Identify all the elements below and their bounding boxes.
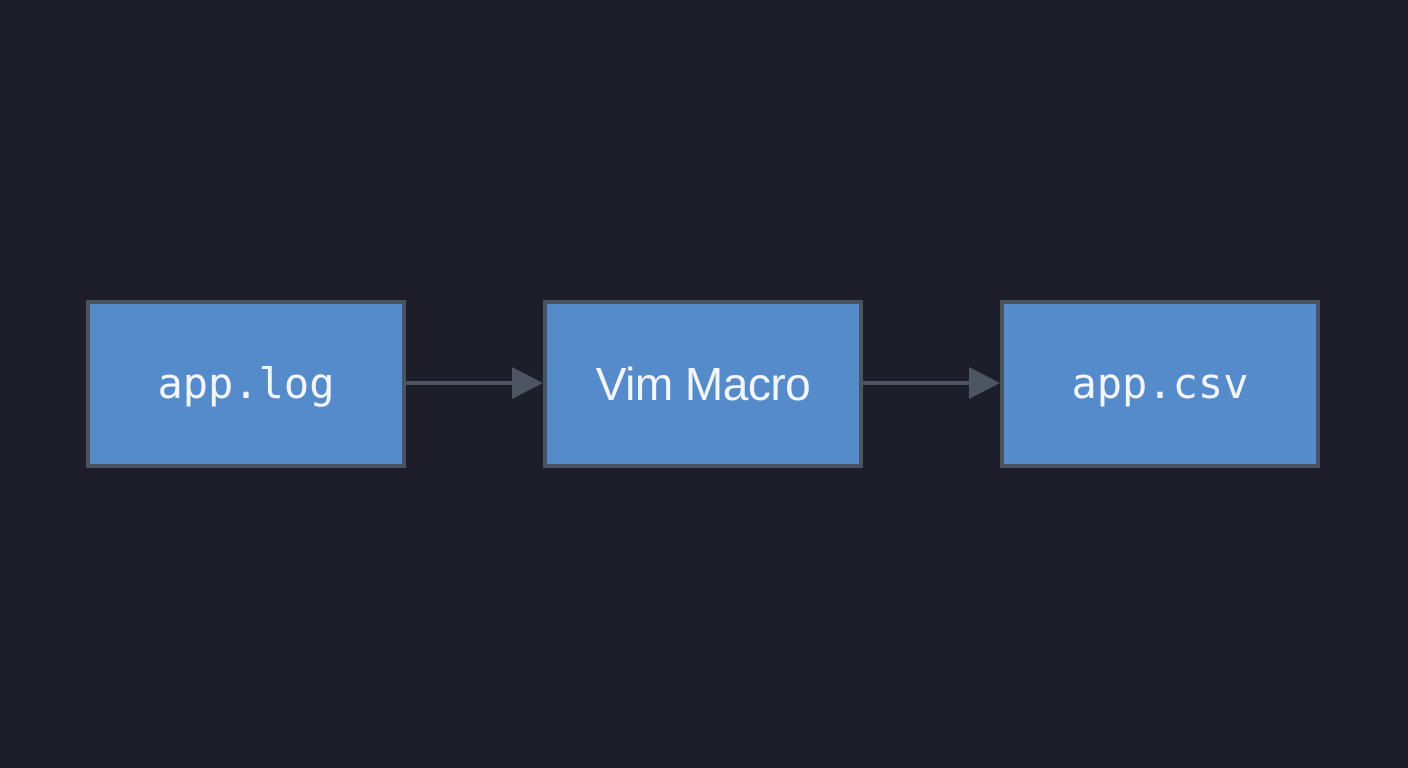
arrow-vim-macro-to-app-csv	[863, 367, 1000, 399]
node-label: app.csv	[1071, 359, 1249, 408]
node-vim-macro: Vim Macro	[543, 300, 863, 468]
arrowhead-icon	[512, 367, 543, 399]
node-app-log: app.log	[86, 300, 406, 468]
arrowhead-icon	[969, 367, 1000, 399]
arrow-app-log-to-vim-macro	[406, 367, 543, 399]
node-app-csv: app.csv	[1000, 300, 1320, 468]
node-label: Vim Macro	[595, 358, 811, 410]
node-label: app.log	[157, 359, 335, 408]
